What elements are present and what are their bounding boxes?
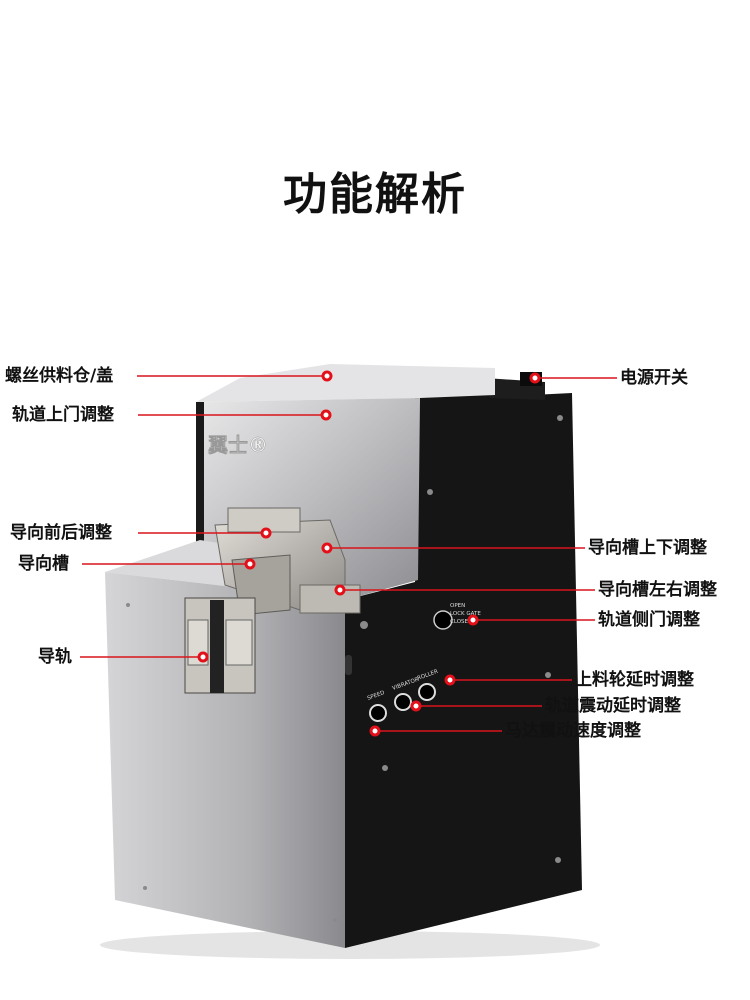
side-gate-knob	[433, 610, 453, 630]
label-guide-groove: 导向槽	[18, 554, 69, 574]
panel-label-close: CLOSE	[450, 619, 469, 625]
label-guide-front-back: 导向前后调整	[10, 523, 112, 543]
label-power-switch: 电源开关	[620, 368, 688, 388]
annotation-dots	[197, 370, 541, 737]
lower-front-face	[105, 572, 345, 948]
annotation-lines	[80, 375, 617, 732]
brand-logo: 翼士®	[207, 433, 268, 457]
label-track-top-gate: 轨道上门调整	[12, 405, 114, 425]
panel-label-open: OPEN	[450, 603, 465, 609]
label-motor-vibration-speed: 马达震动速度调整	[505, 721, 641, 741]
black-side-panel	[345, 388, 582, 948]
upper-top-cover	[196, 364, 495, 402]
control-knobs	[369, 683, 436, 722]
panel-label-speed: SPEED	[367, 690, 386, 702]
label-screw-hopper-cover: 螺丝供料仓/盖	[5, 366, 114, 386]
label-track-vibration-delay: 轨道震动延时调整	[545, 696, 681, 716]
label-guide-rail: 导轨	[38, 647, 72, 667]
label-track-side-gate: 轨道侧门调整	[598, 610, 700, 630]
page-title: 功能解析	[283, 169, 467, 220]
label-roller-delay: 上料轮延时调整	[575, 670, 694, 690]
label-groove-up-down: 导向槽上下调整	[588, 538, 707, 558]
label-groove-left-right: 导向槽左右调整	[598, 580, 717, 600]
panel-label-lock-gate: LOCK GATE	[450, 611, 481, 617]
